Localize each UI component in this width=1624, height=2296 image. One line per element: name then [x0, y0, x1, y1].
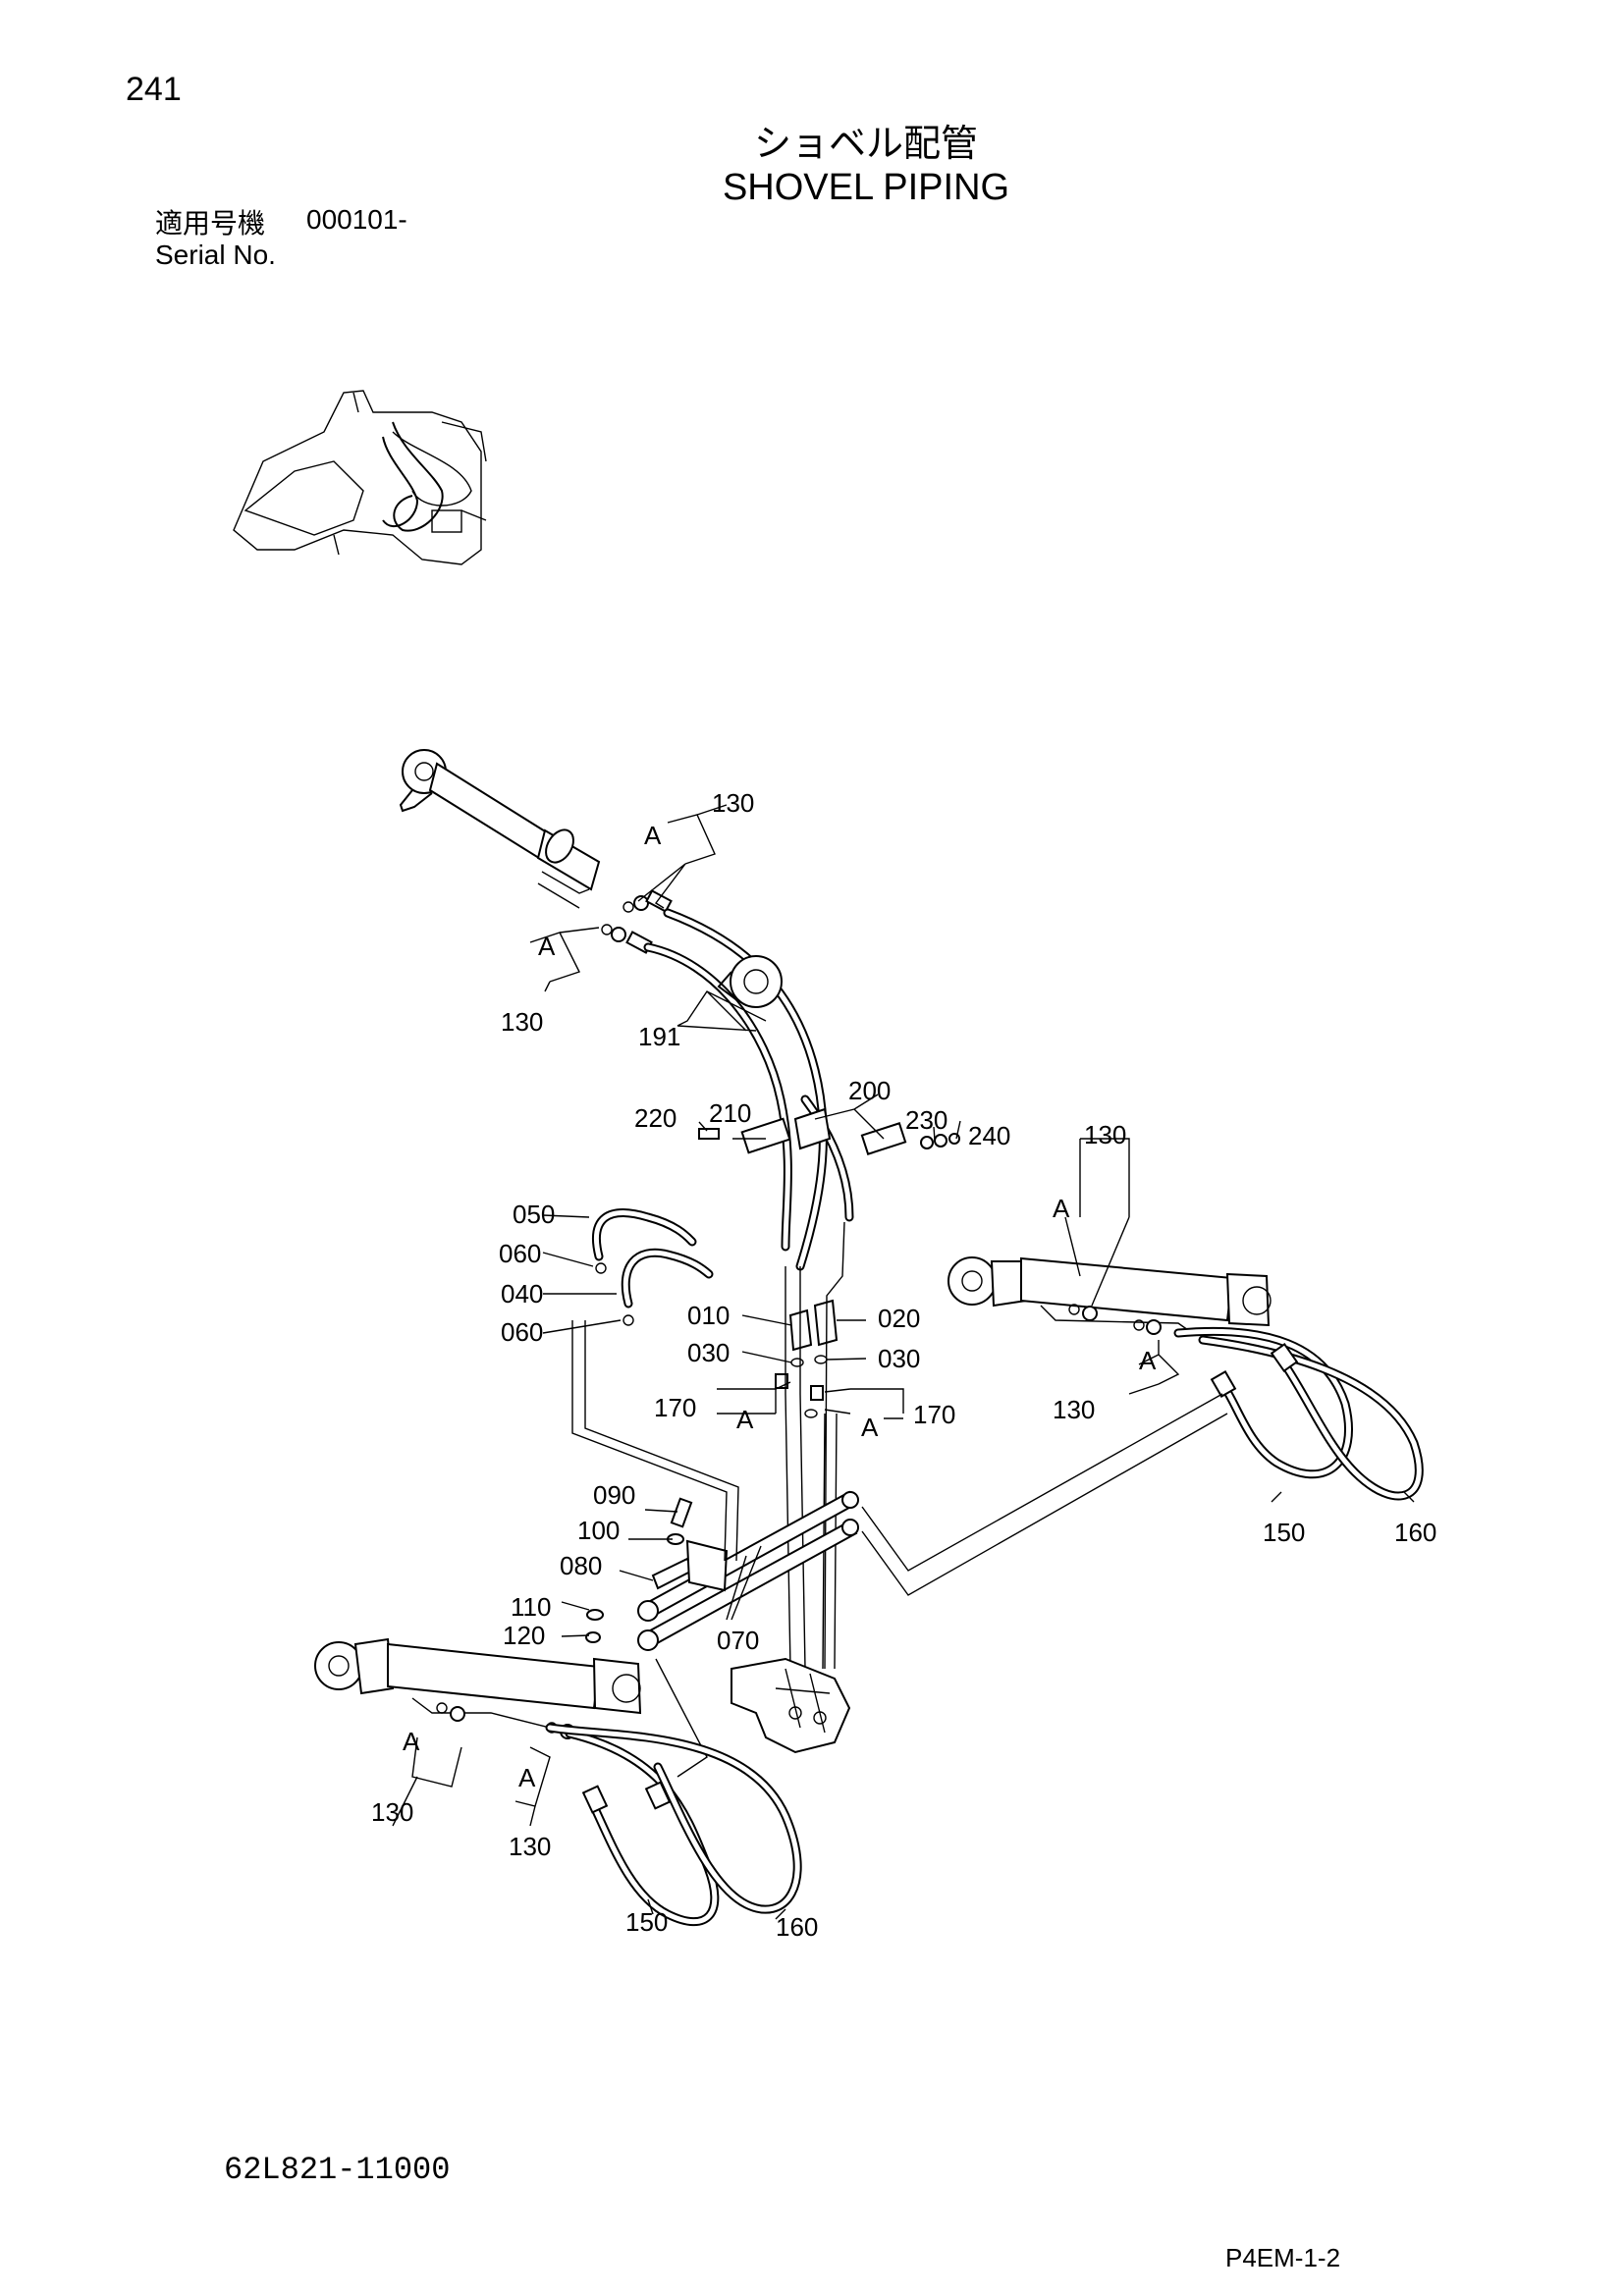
callout-160-right: 160 [1394, 1518, 1436, 1547]
callout-070: 070 [717, 1626, 759, 1655]
callout-090: 090 [593, 1480, 635, 1510]
callout-a-170-b: A [861, 1413, 879, 1442]
callout-170-b: 170 [913, 1400, 955, 1429]
serial-label-japanese: 適用号機 [155, 207, 266, 240]
hoses-right [1173, 1326, 1424, 1501]
callout-130-top: 130 [712, 788, 754, 818]
page-number: 241 [126, 71, 182, 108]
leader-lines [392, 804, 1415, 1920]
callout-130-bl2: 130 [509, 1832, 551, 1861]
boom-cylinder-top-left [399, 749, 601, 909]
drawing-number: 62L821-11000 [224, 2152, 451, 2188]
callout-130-right-low: 130 [1053, 1395, 1095, 1424]
bucket-cylinder-right [947, 1256, 1272, 1335]
callout-200: 200 [848, 1076, 891, 1105]
page-title-japanese: ショベル配管 [753, 122, 978, 165]
callout-220: 220 [634, 1103, 677, 1133]
callout-120: 120 [503, 1621, 545, 1650]
serial-label-english: Serial No. [155, 240, 276, 270]
callout-130-right: 130 [1084, 1120, 1126, 1149]
callout-170-a: 170 [654, 1393, 696, 1422]
callout-a-right: A [1053, 1194, 1070, 1223]
fittings-top [601, 889, 673, 954]
callout-020: 020 [878, 1304, 920, 1333]
bucket-cylinder-bottom-left [314, 1637, 642, 1739]
callout-a-left: A [538, 932, 556, 961]
callout-060-b: 060 [501, 1317, 543, 1347]
callout-100: 100 [577, 1516, 620, 1545]
callout-080: 080 [560, 1551, 602, 1580]
hoses-bottom [545, 1723, 802, 1927]
callout-030-b: 030 [878, 1344, 920, 1373]
hose-191 [643, 908, 854, 1271]
hose-050-040 [591, 1208, 714, 1326]
callout-230: 230 [905, 1105, 947, 1135]
callout-050: 050 [513, 1200, 555, 1229]
callout-130-bl1: 130 [371, 1797, 413, 1827]
callout-130-left: 130 [501, 1007, 543, 1037]
callout-030-a: 030 [687, 1338, 730, 1367]
callout-210: 210 [709, 1098, 751, 1128]
callout-a-bl2: A [518, 1763, 536, 1792]
routing-lines [571, 1320, 1228, 1778]
callout-040: 040 [501, 1279, 543, 1308]
callout-a-170-a: A [736, 1405, 754, 1434]
callout-a-top: A [644, 821, 662, 850]
page-code: P4EM-1-2 [1225, 2243, 1341, 2272]
callout-110: 110 [511, 1592, 551, 1622]
callout-010: 010 [687, 1301, 730, 1330]
callout-060-a: 060 [499, 1239, 541, 1268]
control-valve [731, 1657, 851, 1754]
callout-191: 191 [638, 1022, 680, 1051]
serial-number-value: 000101- [306, 204, 407, 235]
callout-150-right: 150 [1263, 1518, 1305, 1547]
callout-a-bl1: A [403, 1727, 420, 1756]
callout-240: 240 [968, 1121, 1010, 1150]
cross-pipe-070 [637, 1490, 859, 1651]
cylinder-pivot-top [717, 955, 783, 1008]
page-title-english: SHOVEL PIPING [722, 167, 1010, 208]
callout-a-right-low: A [1139, 1346, 1157, 1375]
vertical-pipes [785, 1221, 845, 1670]
machine-locator-thumbnail-icon [233, 390, 487, 565]
callout-160-bottom: 160 [776, 1912, 818, 1942]
callout-labels: 130 A A 130 191 200 210 220 230 240 130 … [371, 788, 1436, 1942]
callout-150-bottom: 150 [625, 1907, 668, 1937]
